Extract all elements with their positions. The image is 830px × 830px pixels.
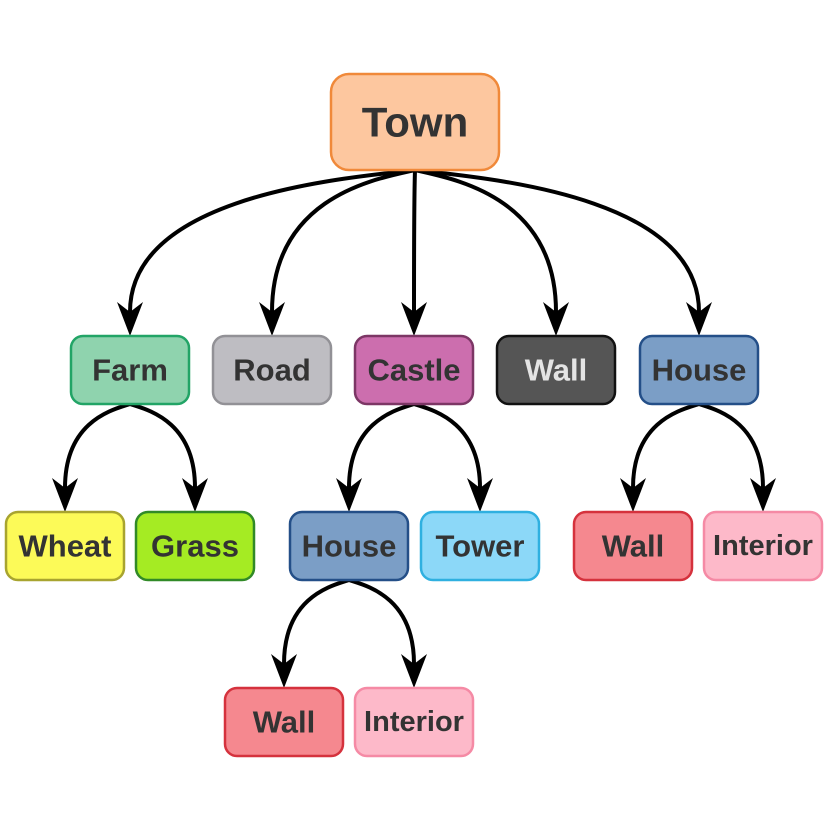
node-label: Tower bbox=[436, 529, 525, 564]
node-box bbox=[211, 334, 333, 406]
edge-line bbox=[698, 402, 765, 489]
node-box bbox=[4, 510, 126, 582]
node-farm: Farm bbox=[69, 334, 191, 406]
edge-line bbox=[631, 402, 700, 489]
edge-line bbox=[282, 578, 350, 665]
edge-house-top-to-interior-right bbox=[698, 402, 776, 512]
node-label: Farm bbox=[92, 353, 168, 388]
arrowhead-icon bbox=[117, 302, 143, 336]
arrowhead-icon bbox=[336, 478, 362, 512]
arrowhead-icon bbox=[686, 302, 712, 336]
node-box bbox=[572, 510, 694, 582]
edge-town-to-farm bbox=[117, 168, 416, 336]
node-box bbox=[419, 510, 541, 582]
node-box bbox=[223, 686, 345, 758]
node-box bbox=[134, 510, 256, 582]
node-house-mid: House bbox=[288, 510, 410, 582]
node-wall-top: Wall bbox=[495, 334, 617, 406]
node-label: Town bbox=[362, 99, 469, 146]
edge-line bbox=[348, 578, 416, 665]
edge-line bbox=[129, 402, 197, 489]
node-label: Interior bbox=[364, 706, 464, 738]
edge-town-to-road bbox=[259, 168, 416, 336]
edge-castle-to-tower bbox=[413, 402, 493, 512]
edge-castle-to-house-mid bbox=[336, 402, 415, 512]
node-label: House bbox=[302, 529, 397, 564]
node-label: Castle bbox=[367, 353, 460, 388]
edge-house-mid-to-interior-bottom bbox=[348, 578, 427, 688]
node-box bbox=[638, 334, 760, 406]
node-wheat: Wheat bbox=[4, 510, 126, 582]
arrowhead-icon bbox=[182, 478, 208, 512]
node-label: Wall bbox=[253, 705, 316, 740]
edge-line bbox=[128, 168, 416, 313]
arrowhead-icon bbox=[271, 654, 297, 688]
node-box bbox=[353, 334, 475, 406]
node-box bbox=[702, 510, 824, 582]
edge-line bbox=[270, 168, 416, 313]
arrowhead-icon bbox=[543, 302, 569, 336]
node-label: Wall bbox=[525, 353, 588, 388]
edge-line bbox=[347, 402, 415, 489]
arrowhead-icon bbox=[750, 478, 776, 512]
edge-house-mid-to-wall-bottom bbox=[271, 578, 350, 688]
node-tower: Tower bbox=[419, 510, 541, 582]
edges-layer bbox=[52, 168, 776, 688]
edge-town-to-house-top bbox=[414, 168, 712, 336]
node-box bbox=[329, 72, 501, 172]
edge-house-top-to-wall-right bbox=[620, 402, 700, 512]
node-box bbox=[353, 686, 475, 758]
node-label: House bbox=[652, 353, 747, 388]
arrowhead-icon bbox=[467, 478, 493, 512]
edge-line bbox=[414, 168, 701, 313]
node-house-top: House bbox=[638, 334, 760, 406]
node-castle: Castle bbox=[353, 334, 475, 406]
node-label: Road bbox=[233, 353, 311, 388]
arrowhead-icon bbox=[401, 302, 427, 336]
node-label: Wheat bbox=[19, 529, 112, 564]
node-road: Road bbox=[211, 334, 333, 406]
edge-line bbox=[414, 168, 558, 313]
edge-line bbox=[63, 402, 131, 489]
edge-farm-to-grass bbox=[129, 402, 208, 512]
node-box bbox=[495, 334, 617, 406]
arrowhead-icon bbox=[620, 478, 646, 512]
node-grass: Grass bbox=[134, 510, 256, 582]
node-wall-bottom: Wall bbox=[223, 686, 345, 758]
edge-farm-to-wheat bbox=[52, 402, 131, 512]
node-box bbox=[288, 510, 410, 582]
edge-line bbox=[412, 169, 417, 313]
edge-town-to-wall-top bbox=[414, 168, 569, 336]
node-label: Interior bbox=[713, 530, 813, 562]
node-label: Grass bbox=[151, 529, 239, 564]
arrowhead-icon bbox=[52, 478, 78, 512]
node-town: Town bbox=[329, 72, 501, 172]
node-wall-right: Wall bbox=[572, 510, 694, 582]
arrowhead-icon bbox=[259, 302, 285, 336]
node-interior-bottom: Interior bbox=[353, 686, 475, 758]
node-label: Wall bbox=[602, 529, 665, 564]
edge-town-to-castle bbox=[401, 169, 427, 336]
edge-line bbox=[413, 402, 482, 489]
node-box bbox=[69, 334, 191, 406]
node-interior-right: Interior bbox=[702, 510, 824, 582]
arrowhead-icon bbox=[401, 654, 427, 688]
